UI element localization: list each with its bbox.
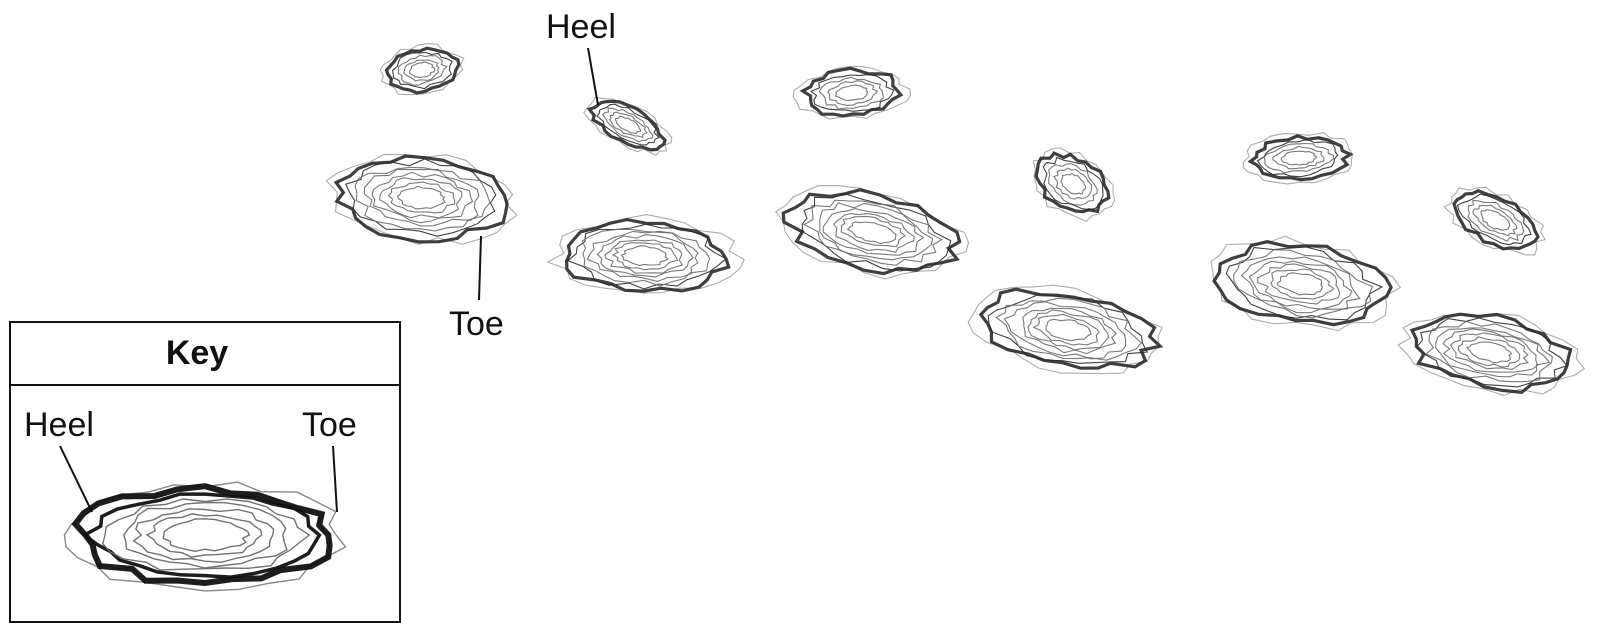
footprint-contour (1046, 319, 1091, 340)
footprint-contour (811, 75, 894, 112)
footprint-contour (621, 246, 668, 266)
key-title: Key (166, 334, 228, 372)
footprint (1243, 133, 1352, 184)
footprint (380, 44, 464, 95)
footprint (1398, 314, 1584, 396)
footprint (968, 285, 1162, 373)
footprint-contour (1277, 273, 1322, 295)
footprint (793, 66, 910, 119)
trackway (326, 44, 1584, 396)
heel-pointer-line (588, 48, 598, 105)
footprint-contour (1281, 151, 1317, 165)
footprint-contour (410, 62, 435, 77)
toe-label: Toe (449, 305, 504, 343)
footprint-contour (1061, 173, 1086, 194)
footprint-contour (1458, 194, 1532, 245)
footprint-contour (828, 81, 878, 106)
key-toe-label: Toe (302, 406, 357, 444)
footprint-contour (364, 169, 479, 226)
footprint-contour (587, 231, 698, 281)
footprint-contour (1467, 342, 1512, 363)
footprint-contour (1473, 205, 1517, 236)
footprint-contour (567, 220, 729, 292)
footprint-contour (387, 48, 459, 93)
footprint (326, 154, 517, 244)
toe-pointer-line (479, 236, 481, 300)
footprint-contour (835, 85, 867, 100)
footprint (776, 186, 969, 279)
footprint (548, 215, 745, 294)
footprint (1033, 148, 1114, 222)
footprint-contour (848, 222, 896, 244)
key-heel-label: Heel (24, 406, 94, 444)
heel-label: Heel (546, 8, 616, 46)
footprint-contour (397, 186, 445, 209)
footprint-contour (616, 116, 641, 134)
footprint-contour (1226, 247, 1382, 320)
footprint (1211, 236, 1400, 331)
key-box: Key Heel Toe (10, 322, 400, 622)
footprint (584, 97, 672, 155)
footprint (1444, 187, 1545, 255)
